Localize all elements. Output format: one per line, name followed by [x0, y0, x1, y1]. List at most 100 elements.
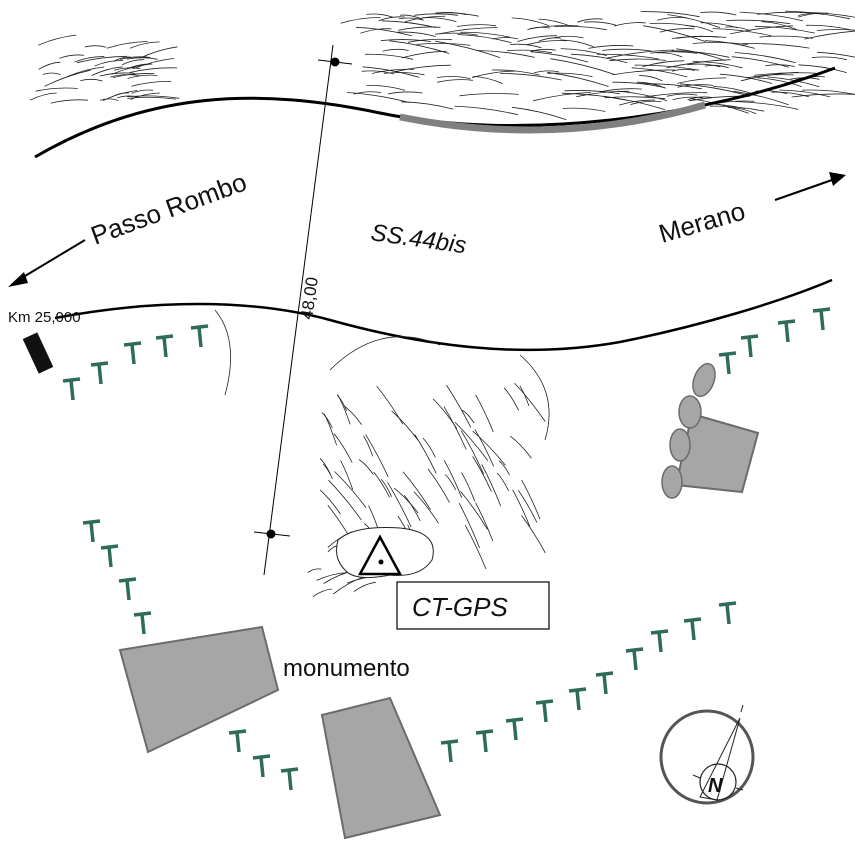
hatch-stroke	[657, 16, 688, 21]
tree-icon	[280, 767, 299, 791]
hatch-stroke	[380, 479, 392, 497]
hatch-stroke	[676, 35, 719, 39]
hatch-stroke	[649, 22, 695, 28]
hatch-stroke	[498, 460, 510, 476]
tree-icon	[568, 687, 587, 711]
monument-label: monumento	[283, 655, 410, 682]
station-label: CT-GPS	[412, 592, 508, 622]
hatch-stroke	[35, 87, 78, 92]
hatch-stroke	[570, 53, 628, 64]
hatch-stroke	[491, 69, 540, 76]
hatch-stroke	[461, 472, 476, 502]
hatch-stroke	[133, 58, 175, 70]
tree-icon	[777, 319, 796, 343]
hatch-stroke	[387, 91, 423, 95]
hatch-stroke	[38, 61, 61, 70]
hatch-stroke	[771, 91, 810, 98]
hatch-stroke	[387, 482, 412, 528]
hatch-stroke	[414, 13, 459, 16]
hatch-stroke	[366, 13, 394, 18]
hatch-stroke	[666, 59, 731, 69]
hatch-stroke	[316, 572, 347, 581]
hatch-stroke	[322, 463, 333, 479]
tree-icon	[475, 729, 494, 753]
hatch-stroke	[638, 75, 663, 82]
hatch-stroke	[759, 35, 813, 39]
hatch-stroke	[704, 64, 729, 69]
hatch-stroke	[503, 387, 519, 411]
hatch-stroke	[739, 11, 803, 22]
hatch-stroke	[355, 26, 412, 37]
tree-icon	[82, 519, 101, 543]
hatch-stroke	[798, 64, 847, 73]
hatch-stroke	[584, 21, 617, 26]
hatch-stroke	[726, 19, 791, 25]
hatch-stroke	[422, 437, 436, 458]
hatch-stroke	[500, 73, 562, 81]
hatch-stroke	[337, 394, 351, 425]
hatch-stroke	[373, 471, 390, 498]
hatch-stroke	[496, 472, 509, 492]
hatch-stroke	[77, 55, 128, 64]
hatch-stroke	[129, 41, 160, 49]
hatch-stroke	[475, 502, 494, 542]
hatch-stroke	[44, 69, 91, 87]
hatch-stroke	[333, 577, 363, 595]
hatch-stroke	[562, 107, 606, 112]
hatch-stroke	[530, 51, 589, 63]
tree-icon	[718, 351, 737, 375]
hatch-stroke	[554, 25, 607, 31]
hatch-stroke	[577, 18, 603, 23]
hatch-stroke	[457, 34, 512, 44]
hatch-stroke	[59, 54, 84, 59]
tree-icon	[595, 671, 614, 695]
road-guardrail	[399, 101, 706, 134]
hatch-stroke	[805, 24, 852, 31]
hatch-stroke	[117, 95, 139, 99]
hatch-stroke	[564, 90, 620, 95]
hatch-stroke	[725, 26, 751, 32]
hatch-stroke	[401, 50, 447, 59]
arrow-merano	[774, 172, 846, 201]
hatch-stroke	[779, 89, 831, 98]
hatch-stroke	[761, 21, 797, 30]
hatch-stroke	[514, 382, 546, 422]
hatch-stroke	[519, 385, 530, 407]
hatch-stroke	[394, 64, 451, 73]
hatch-stroke	[360, 28, 392, 34]
hatch-stroke	[460, 31, 511, 38]
road-name-label: SS.44bis	[369, 219, 468, 259]
passo-rombo-label: Passo Rombo	[87, 167, 251, 251]
hatch-stroke	[671, 50, 730, 58]
hatch-stroke	[560, 39, 594, 48]
hatch-stroke	[692, 42, 748, 45]
hatch-stroke	[533, 92, 591, 102]
tree-icon	[123, 341, 142, 365]
hatch-stroke	[733, 90, 789, 106]
hatch-stroke	[131, 81, 172, 87]
tree-icon	[155, 334, 174, 358]
hatch-stroke	[472, 456, 492, 492]
hatch-stroke	[602, 48, 652, 52]
hatch-stroke	[113, 73, 155, 78]
km-marker-label: Km 25,000	[8, 309, 81, 326]
hatch-stroke	[91, 66, 123, 76]
hatch-stroke	[312, 588, 332, 598]
tree-icon	[228, 729, 247, 753]
hatch-stroke	[791, 93, 855, 98]
road-edge-north	[34, 66, 836, 159]
hatch-stroke	[816, 29, 855, 31]
hatch-stroke	[785, 10, 851, 20]
hatch-stroke	[474, 429, 495, 467]
hatch-stroke	[397, 31, 437, 37]
tree-icon	[440, 739, 459, 763]
hatch-stroke	[340, 17, 381, 24]
hatch-stroke	[139, 46, 178, 59]
hatch-stroke	[730, 25, 793, 35]
hatch-stroke	[437, 76, 471, 79]
hatch-stroke	[402, 471, 431, 510]
hatch-stroke	[340, 460, 354, 490]
hatch-stroke	[712, 28, 772, 37]
